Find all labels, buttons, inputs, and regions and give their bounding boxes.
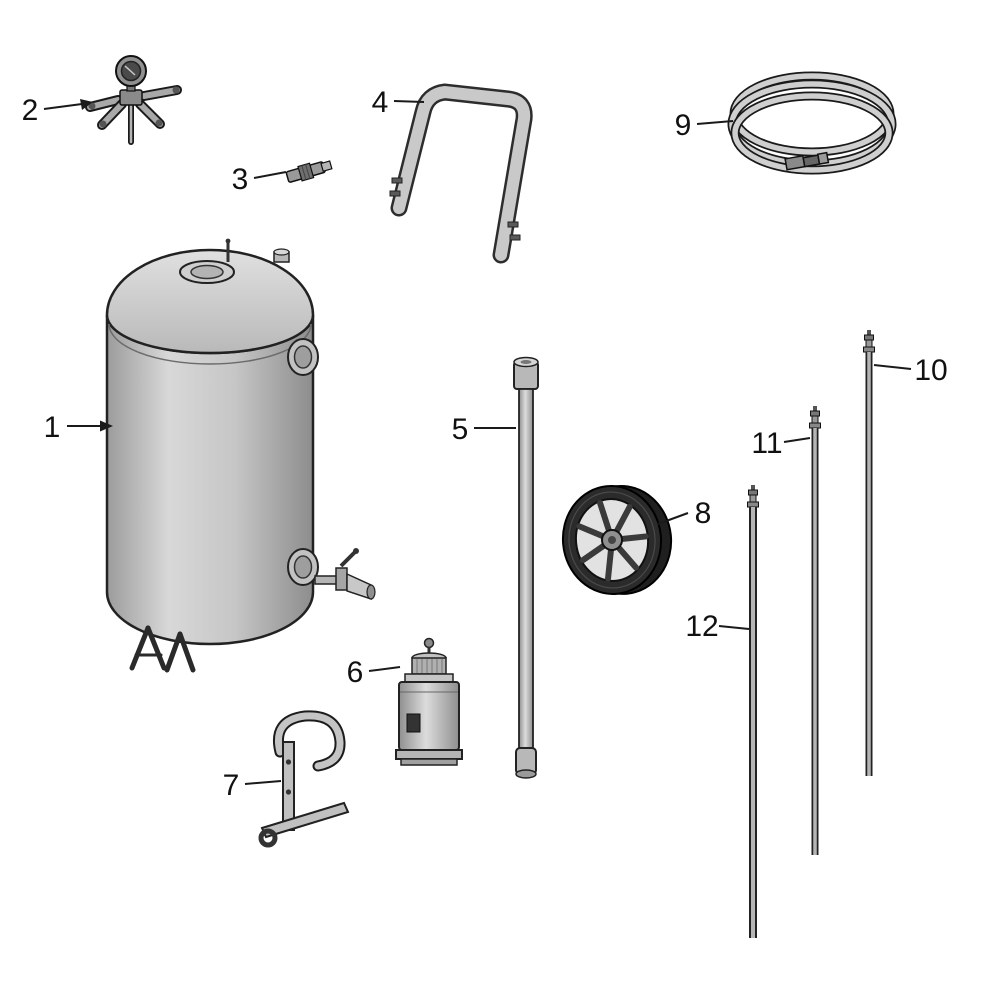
- callout-12: 12: [685, 610, 750, 643]
- tank-top-pin-head: [225, 238, 231, 244]
- canister-slot: [406, 713, 421, 733]
- callout-4: 4: [372, 86, 425, 119]
- tank-illustration: [105, 238, 376, 673]
- handle-tube: [393, 85, 531, 261]
- callout-10: 10: [873, 354, 948, 387]
- bracket-hook: [258, 828, 278, 848]
- arrowhead: [100, 420, 113, 432]
- callout-6: 6: [347, 656, 401, 689]
- cap-knurling: [416, 659, 443, 673]
- callout-1: 1: [44, 411, 113, 444]
- tank-upper-port: [287, 338, 319, 376]
- valve-manifold-illustration: [85, 55, 182, 145]
- barb-end: [155, 119, 163, 127]
- callout-9: 9: [675, 109, 734, 142]
- callout-label-5: 5: [452, 413, 469, 446]
- callout-label-4: 4: [372, 86, 389, 119]
- callout-5: 5: [452, 413, 516, 446]
- manifold-body: [119, 89, 143, 106]
- hose-nipple-illustration: [285, 160, 333, 183]
- callout-label-7: 7: [223, 769, 240, 802]
- tank-drain-valve: [314, 548, 376, 601]
- tube-illustration: [513, 356, 539, 779]
- tank-lower-port: [287, 548, 319, 586]
- callout-2: 2: [22, 94, 93, 127]
- callout-label-12: 12: [685, 610, 718, 643]
- handle-illustration: [389, 83, 533, 264]
- tank-dome: [105, 248, 315, 355]
- barb-end: [99, 120, 107, 128]
- arrowhead: [80, 99, 93, 110]
- tank-top-fitting-cap: [273, 248, 290, 256]
- callout-label-1: 1: [44, 411, 61, 444]
- callout-label-3: 3: [232, 163, 249, 196]
- lance-rod-medium-illustration: [809, 406, 821, 855]
- callout-7: 7: [223, 769, 282, 802]
- tank-legs: [129, 625, 196, 673]
- barb-end: [172, 86, 180, 94]
- callout-label-6: 6: [347, 656, 364, 689]
- pump-canister-illustration: [395, 637, 463, 766]
- bracket-illustration: [258, 710, 350, 848]
- handle-bolts: [389, 177, 521, 241]
- callout-3: 3: [232, 163, 287, 196]
- callout-label-11: 11: [751, 427, 782, 460]
- callout-label-2: 2: [22, 94, 39, 127]
- callout-label-10: 10: [914, 354, 947, 387]
- callout-8: 8: [657, 497, 712, 530]
- gauge-needle: [124, 65, 136, 76]
- lance-rod-extra-long-illustration: [747, 485, 759, 938]
- callout-11: 11: [751, 427, 811, 460]
- hose-coil-fittings: [784, 151, 830, 171]
- hose-coil-illustration: [727, 71, 897, 175]
- barb-end: [88, 102, 96, 110]
- callout-label-8: 8: [695, 497, 712, 530]
- callout-label-9: 9: [675, 109, 692, 142]
- lance-rod-long-illustration: [863, 330, 875, 776]
- wheel-illustration: [561, 485, 673, 595]
- tank-manhole-inner: [190, 264, 224, 280]
